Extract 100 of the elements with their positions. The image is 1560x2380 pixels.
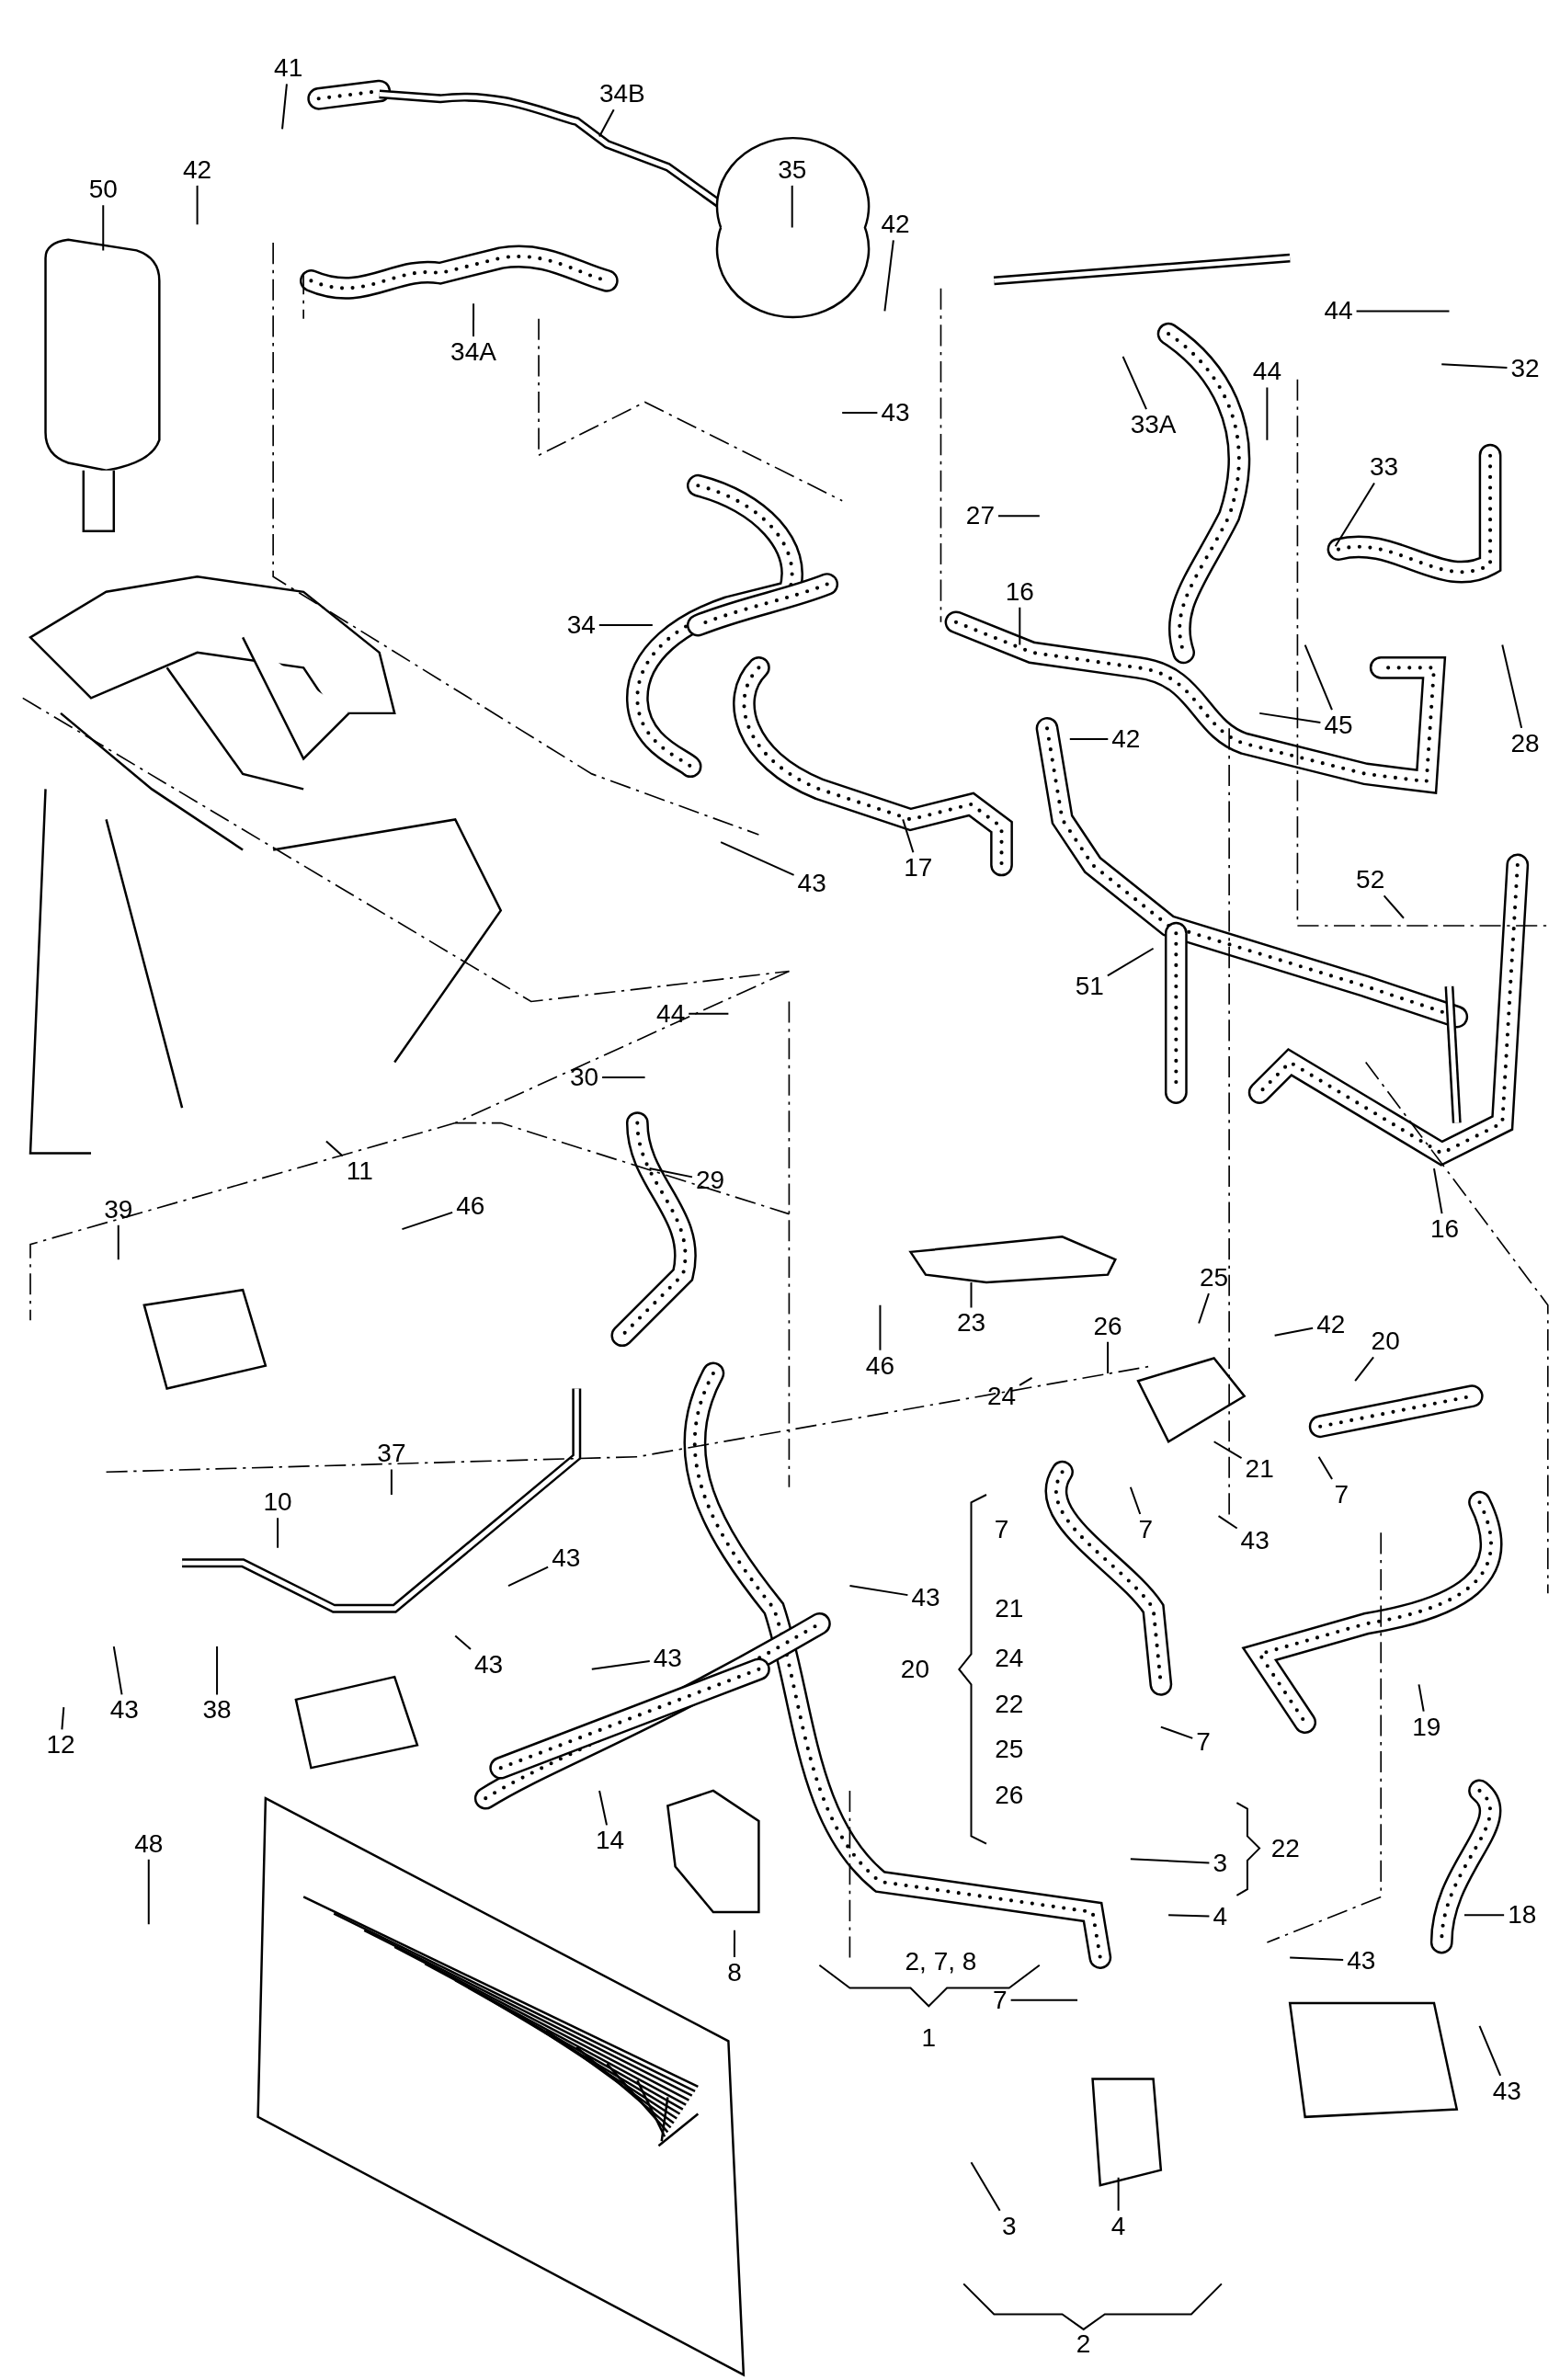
leader-line	[1334, 482, 1376, 548]
leader-line	[1383, 894, 1405, 919]
callout-number: 3	[1211, 1850, 1229, 1878]
leader-line	[1418, 1683, 1425, 1713]
leader-line	[601, 1076, 646, 1079]
callout-number: 43	[550, 1544, 583, 1573]
callout-number: 43	[795, 869, 828, 897]
leader-line	[1213, 1441, 1243, 1460]
callout-number: 50	[86, 176, 120, 204]
callout-number: 20	[899, 1655, 930, 1683]
leader-line	[1129, 1858, 1211, 1864]
callout-number: 7	[993, 1516, 1010, 1543]
leader-line	[848, 1585, 909, 1597]
leader-line	[281, 83, 288, 131]
callout-number: 42	[181, 155, 214, 184]
callout-number: 30	[567, 1064, 601, 1092]
leader-line	[1258, 712, 1322, 724]
leader-line	[401, 1211, 454, 1231]
leader-line	[1167, 1914, 1211, 1918]
callout-number: 28	[1509, 729, 1542, 757]
leader-line	[970, 1281, 973, 1309]
callout-number: 43	[879, 399, 912, 427]
callout-number: 7	[1136, 1516, 1156, 1543]
leader-line	[1433, 1167, 1443, 1215]
callout-number: 11	[344, 1157, 375, 1186]
callout-number: 19	[1410, 1713, 1443, 1741]
callout-number: 4	[1109, 2212, 1128, 2240]
leader-line	[1009, 1999, 1079, 2001]
callout-number: 43	[108, 1696, 141, 1725]
callout-number: 33A	[1128, 411, 1179, 439]
leader-line	[791, 184, 793, 229]
leader-line	[883, 239, 894, 313]
leader-line	[1317, 1455, 1334, 1480]
callout-number: 38	[200, 1696, 233, 1725]
callout-number: 8	[725, 1959, 744, 1987]
leader-line	[325, 1140, 344, 1157]
callout-number: 1	[920, 2024, 938, 2052]
callout-number: 10	[261, 1488, 294, 1517]
leader-line	[1117, 2176, 1120, 2212]
leader-line	[1159, 1725, 1194, 1739]
leader-line	[841, 412, 879, 414]
leader-line	[879, 1304, 882, 1351]
leader-line	[1019, 606, 1021, 646]
leader-line	[1501, 643, 1523, 729]
callout-number: 3	[1000, 2212, 1019, 2240]
callout-number: 23	[954, 1309, 988, 1338]
leader-line	[216, 1646, 219, 1696]
leader-line	[733, 1929, 735, 1958]
leader-line	[1068, 737, 1110, 740]
leader-line	[277, 1517, 279, 1549]
callout-number: 26	[994, 1781, 1025, 1809]
leader-line	[1463, 1914, 1506, 1917]
leader-line	[1273, 1327, 1315, 1337]
leader-line	[648, 1167, 693, 1179]
callout-number: 25	[1198, 1263, 1231, 1292]
callout-number: 7	[991, 1986, 1009, 2014]
callout-number: 43	[909, 1584, 942, 1612]
callout-number: 29	[694, 1167, 727, 1195]
callout-number: 44	[655, 999, 688, 1028]
callout-number: 43	[1490, 2077, 1523, 2105]
callout-number: 42	[1315, 1311, 1348, 1339]
callout-number: 42	[879, 211, 912, 239]
leader-line	[1354, 1356, 1375, 1383]
leader-line	[117, 1224, 120, 1261]
leader-line	[598, 108, 615, 138]
leader-line	[390, 1468, 393, 1496]
callout-number: 34B	[597, 80, 647, 108]
leader-line	[112, 1646, 123, 1696]
callout-number: 43	[651, 1645, 684, 1673]
callout-number: 41	[272, 54, 305, 83]
callout-number: 24	[994, 1645, 1025, 1673]
callout-number: 16	[1003, 577, 1036, 606]
leader-line	[590, 1660, 651, 1670]
callout-number: 43	[1238, 1526, 1271, 1554]
callout-number: 21	[1243, 1454, 1276, 1483]
leader-line	[996, 515, 1041, 518]
callout-number: 14	[594, 1827, 627, 1855]
callout-number: 43	[472, 1650, 506, 1679]
callout-number: 17	[902, 854, 935, 883]
leader-line	[147, 1858, 150, 1926]
leader-line	[1478, 2024, 1502, 2077]
callout-number: 44	[1322, 297, 1355, 325]
leader-line	[1107, 1340, 1110, 1374]
callout-number: 39	[102, 1195, 135, 1224]
callout-number: 16	[1428, 1215, 1462, 1244]
callout-number: 22	[1270, 1834, 1301, 1862]
callout-number: 52	[1354, 866, 1387, 894]
callout-number: 27	[963, 502, 996, 530]
callout-number: 32	[1509, 355, 1542, 383]
leader-line	[102, 204, 105, 252]
callout-number: 34	[564, 611, 598, 640]
callout-number: 2	[1075, 2330, 1092, 2359]
leader-line	[598, 624, 654, 627]
callout-number: 44	[1250, 358, 1283, 386]
leader-line	[1355, 310, 1451, 313]
leader-line	[196, 184, 199, 226]
leader-line	[473, 302, 475, 337]
leader-line	[688, 1012, 730, 1015]
callout-number: 42	[1110, 724, 1143, 753]
callout-number: 46	[863, 1351, 896, 1380]
